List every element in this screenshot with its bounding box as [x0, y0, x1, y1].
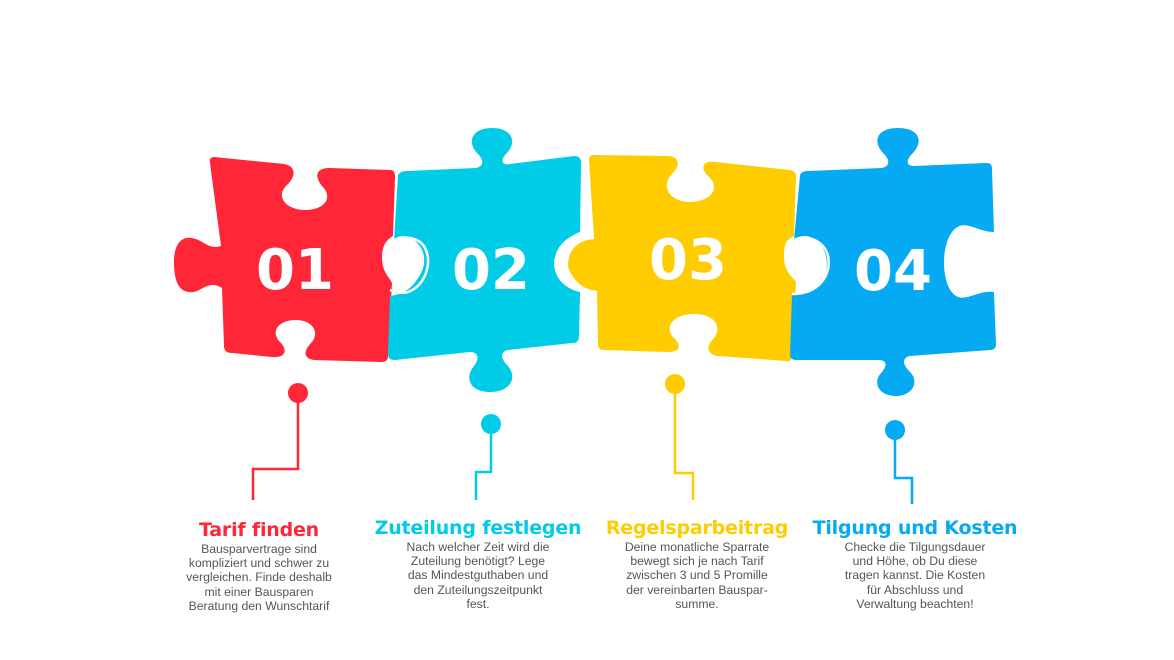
step-04: Tilgung und Kosten Checke die Tilgungsda… [812, 517, 1018, 611]
connector-03 [665, 374, 695, 500]
puzzle-piece-01: 01 [174, 157, 395, 362]
puzzle-piece-02: 02 [388, 128, 581, 392]
svg-text:02: 02 [452, 238, 530, 303]
svg-text:04: 04 [854, 239, 932, 304]
step-03: Regelsparbeitrag Deine monatliche Sparra… [603, 517, 791, 611]
step-description: Bausparvertrage sind kompliziert und sch… [186, 542, 332, 613]
step-02: Zuteilung festlegen Nach welcher Zeit wi… [370, 517, 586, 611]
puzzle-piece-03: 03 [564, 155, 796, 362]
puzzle-piece-04: 04 [790, 128, 996, 396]
step-description: Nach welcher Zeit wird die Zuteilung ben… [406, 540, 550, 611]
step-description: Checke die Tilgungsdauer und Höhe, ob Du… [844, 540, 986, 611]
step-title: Zuteilung festlegen [374, 517, 582, 539]
connector-04 [885, 420, 914, 504]
step-title: Tarif finden [198, 519, 319, 541]
step-01: Tarif finden Bausparvertrage sind kompli… [179, 519, 339, 613]
svg-text:01: 01 [256, 238, 334, 303]
step-title: Tilgung und Kosten [812, 517, 1018, 539]
connector-02 [474, 414, 501, 500]
svg-text:03: 03 [649, 228, 727, 293]
connector-01 [251, 383, 308, 500]
step-title: Regelsparbeitrag [605, 517, 789, 539]
step-description: Deine monatliche Sparrate bewegt sich je… [624, 540, 770, 611]
